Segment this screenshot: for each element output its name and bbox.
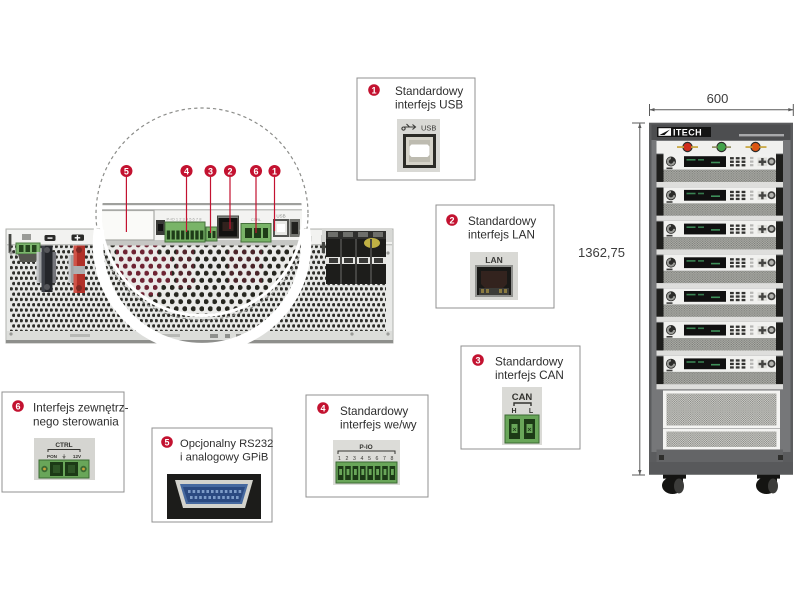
svg-text:CTRL: CTRL <box>55 442 72 449</box>
svg-text:4: 4 <box>361 456 364 462</box>
svg-text:Interfejs zewnętrz-: Interfejs zewnętrz- <box>33 402 129 415</box>
svg-text:8: 8 <box>391 456 394 462</box>
svg-text:2: 2 <box>227 166 232 176</box>
svg-text:H: H <box>511 408 516 415</box>
svg-text:1: 1 <box>338 456 341 462</box>
svg-text:4: 4 <box>184 166 189 176</box>
svg-text:1: 1 <box>272 166 277 176</box>
svg-text:PON: PON <box>47 454 58 459</box>
svg-text:600: 600 <box>707 91 729 106</box>
svg-text:1362,75: 1362,75 <box>578 245 625 260</box>
svg-text:nego sterowania: nego sterowania <box>33 416 119 429</box>
svg-text:3: 3 <box>475 355 480 365</box>
svg-text:3: 3 <box>208 166 213 176</box>
svg-text:2: 2 <box>449 215 454 225</box>
svg-text:⏚: ⏚ <box>62 453 67 460</box>
svg-text:1: 1 <box>371 85 376 95</box>
svg-text:Standardowy: Standardowy <box>340 405 408 418</box>
svg-text:Standardowy: Standardowy <box>395 85 463 98</box>
svg-text:5: 5 <box>124 166 129 176</box>
svg-text:i analogowy GPiB: i analogowy GPiB <box>180 452 268 464</box>
svg-text:Standardowy: Standardowy <box>468 215 536 228</box>
svg-text:12V: 12V <box>73 454 82 459</box>
svg-text:2: 2 <box>346 456 349 462</box>
svg-text:P-IO: P-IO <box>359 444 372 451</box>
svg-text:P-IO 1 2 3 4 5 6 7 8: P-IO 1 2 3 4 5 6 7 8 <box>167 217 203 222</box>
svg-text:L: L <box>529 408 534 415</box>
svg-text:6: 6 <box>376 456 379 462</box>
svg-text:interfejs CAN: interfejs CAN <box>495 369 564 382</box>
svg-text:6: 6 <box>15 401 20 411</box>
svg-text:5: 5 <box>164 437 169 447</box>
svg-text:7: 7 <box>383 456 386 462</box>
svg-text:interfejs USB: interfejs USB <box>395 99 463 112</box>
svg-text:Standardowy: Standardowy <box>495 356 563 369</box>
svg-text:ITECH: ITECH <box>673 128 702 138</box>
svg-text:interfejs LAN: interfejs LAN <box>468 229 535 242</box>
svg-text:4: 4 <box>320 403 325 413</box>
svg-text:Opcjonalny RS232: Opcjonalny RS232 <box>180 438 273 450</box>
svg-text:3: 3 <box>353 456 356 462</box>
svg-text:5: 5 <box>368 456 371 462</box>
svg-text:CAN: CAN <box>512 392 533 403</box>
svg-text:USB: USB <box>421 124 436 133</box>
svg-text:6: 6 <box>253 166 258 176</box>
svg-text:LAN: LAN <box>485 255 502 265</box>
svg-text:interfejs we/wy: interfejs we/wy <box>340 419 417 432</box>
svg-text:USB: USB <box>276 214 285 219</box>
